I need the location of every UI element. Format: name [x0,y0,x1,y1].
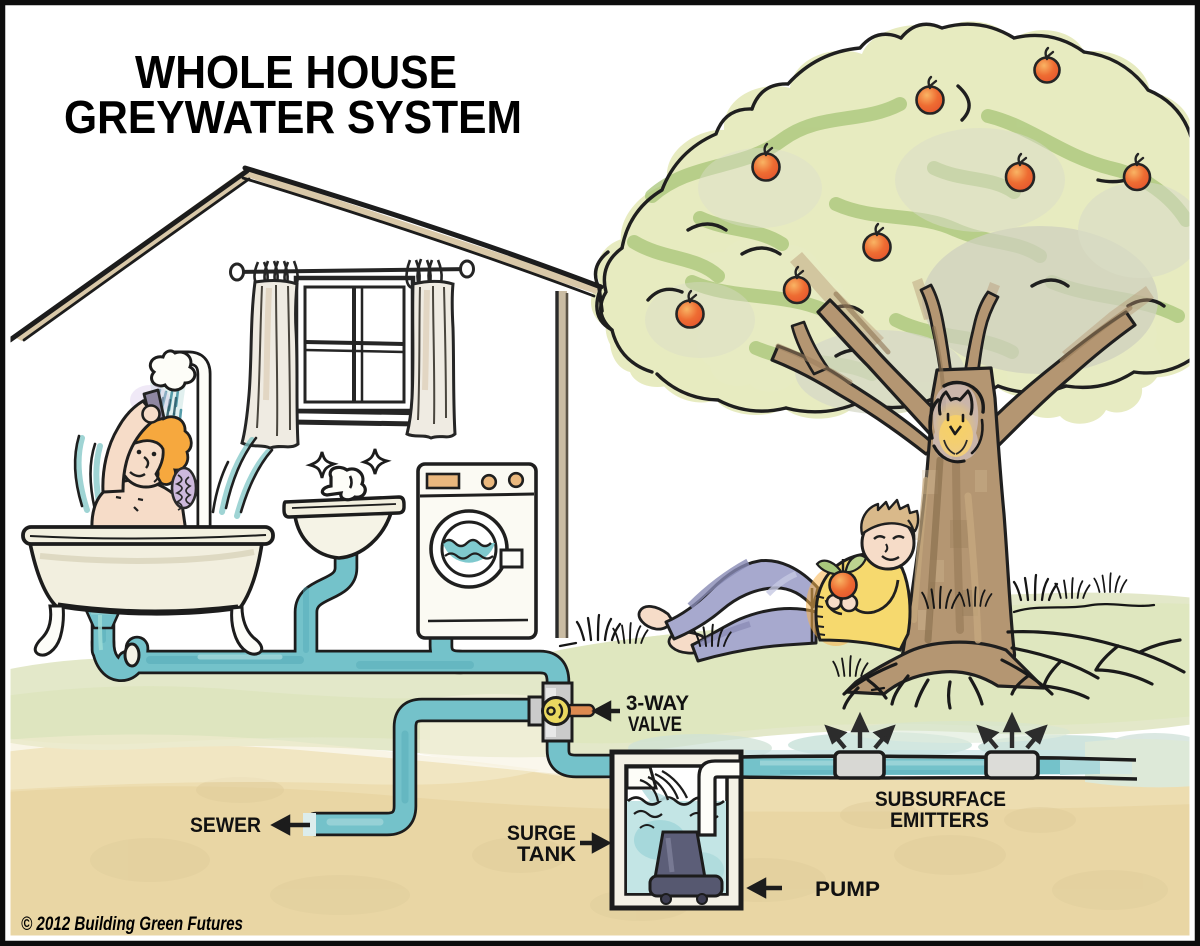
svg-text:3-WAY: 3-WAY [626,691,689,715]
svg-text:SURGE: SURGE [507,821,576,845]
svg-text:VALVE: VALVE [628,712,682,736]
svg-text:GREYWATER SYSTEM: GREYWATER SYSTEM [64,91,522,143]
svg-text:SEWER: SEWER [190,813,261,837]
svg-text:© 2012 Building Green Futures: © 2012 Building Green Futures [21,913,243,935]
svg-text:PUMP: PUMP [815,877,880,901]
svg-text:WHOLE HOUSE: WHOLE HOUSE [135,46,457,98]
svg-text:SUBSURFACE: SUBSURFACE [875,787,1006,811]
svg-text:TANK: TANK [517,842,576,866]
svg-text:EMITTERS: EMITTERS [890,808,989,832]
